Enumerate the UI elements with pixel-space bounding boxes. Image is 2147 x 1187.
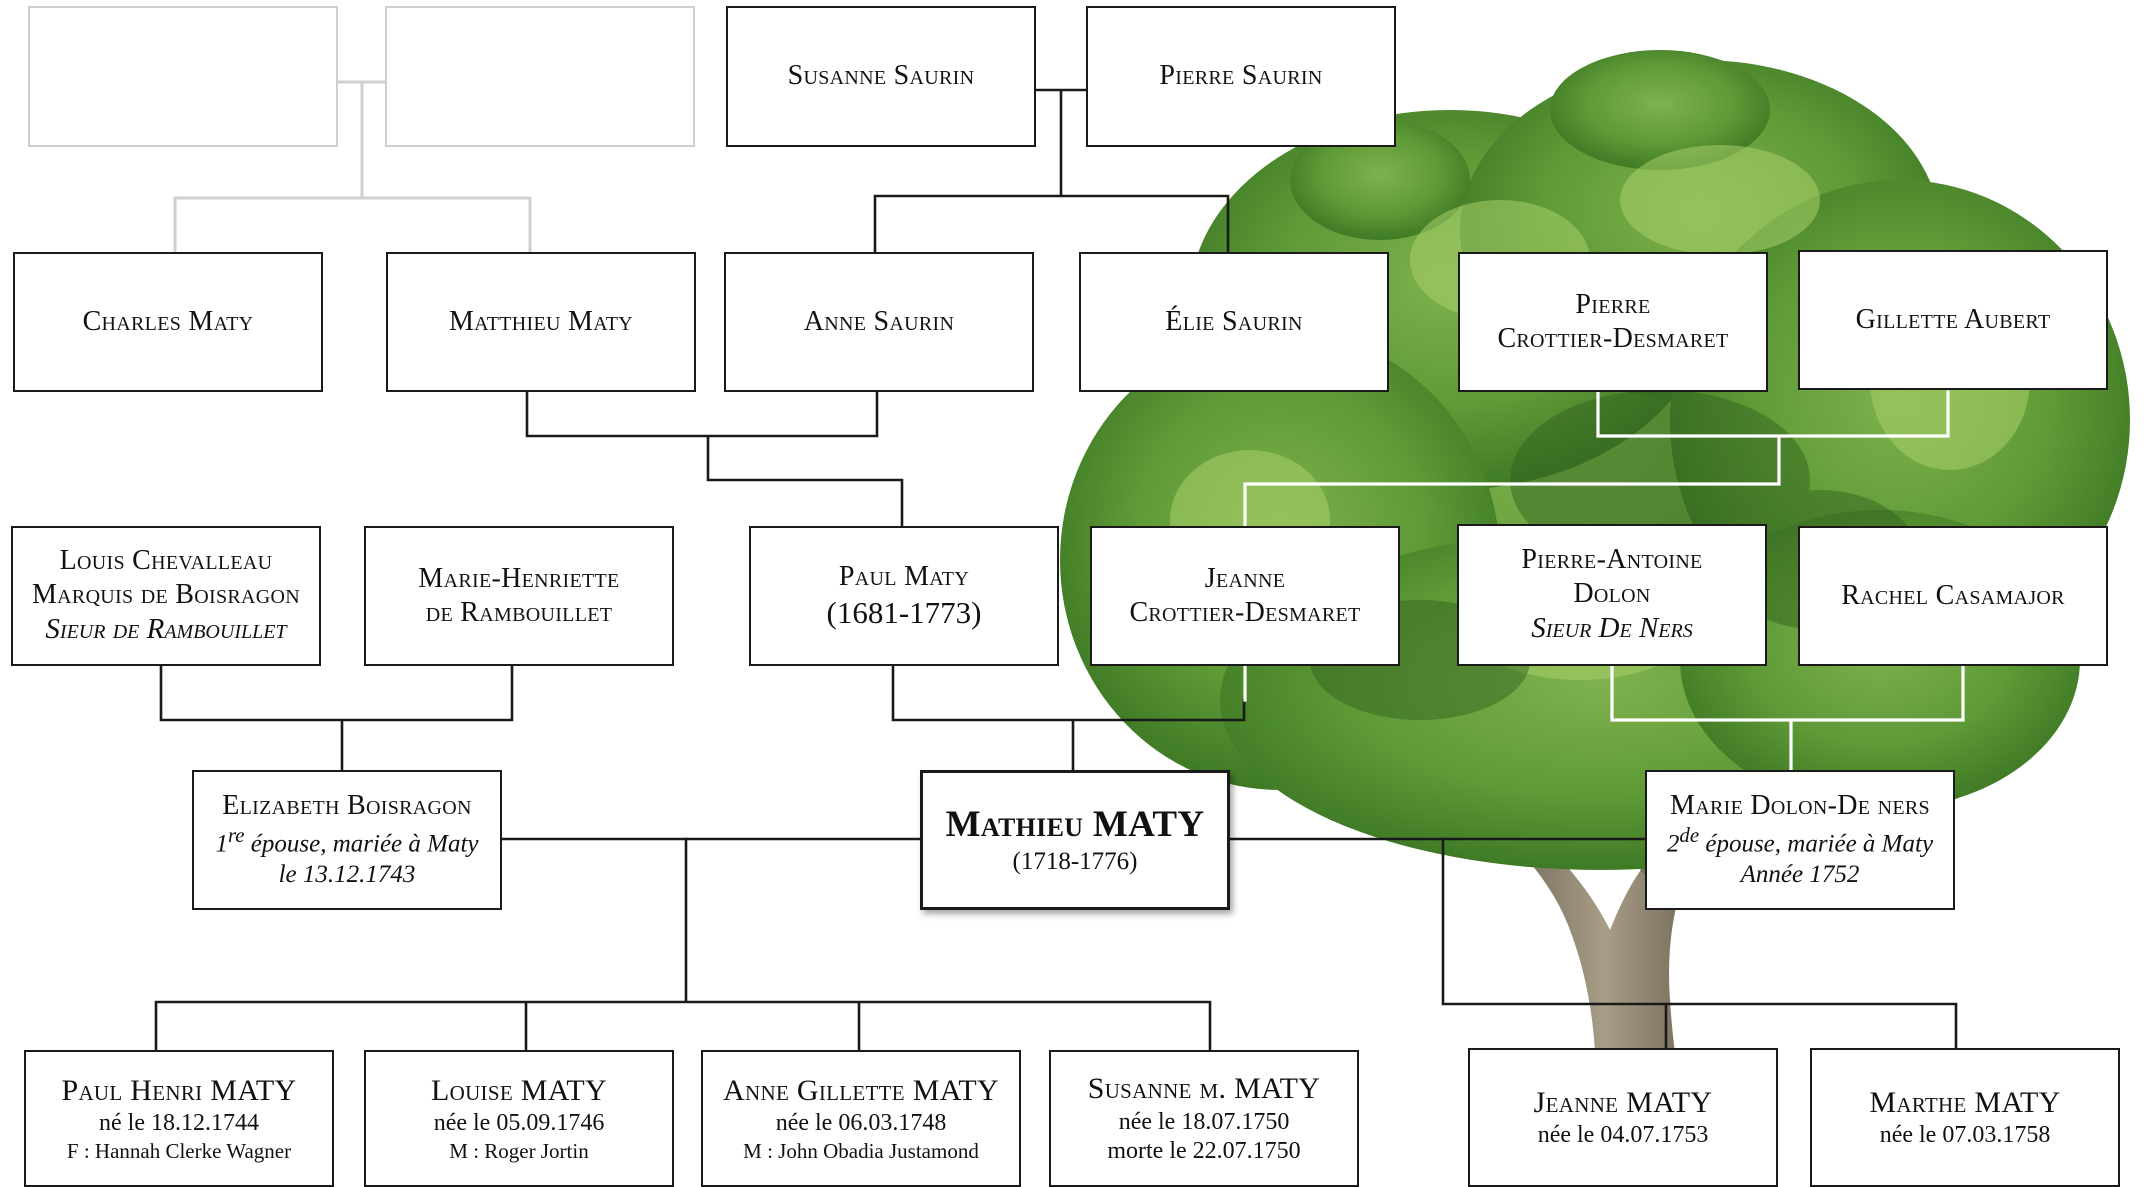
person-name-line2: Marquis de Boisragon [31,579,301,611]
spouse: F : Hannah Clerke Wagner [66,1138,292,1163]
person-years: (1718-1776) [1012,848,1138,876]
person-name: Anne Saurin [803,305,955,337]
marriage-note: 1re épouse, mariée à Maty [215,823,479,858]
person-name-line2: Dolon [1573,578,1651,610]
person-box-louise-maty[interactable]: Louise MATY née le 05.09.1746 M : Roger … [364,1050,674,1187]
person-box-charles-maty[interactable]: Charles Maty [13,252,323,392]
birth-date: née le 04.07.1753 [1537,1122,1709,1149]
birth-date: né le 18.12.1744 [99,1110,259,1137]
person-box-marthe-maty[interactable]: Marthe MATY née le 07.03.1758 [1810,1048,2120,1187]
person-name: Rachel Casamajor [1841,579,2065,611]
person-name: Pierre Saurin [1159,60,1323,92]
person-box-marie-henriette[interactable]: Marie-Henriette de Rambouillet [364,526,674,666]
person-name: Paul Henri MATY [61,1073,297,1107]
person-box-matthieu-maty[interactable]: Matthieu Maty [386,252,696,392]
person-box-pierre-saurin[interactable]: Pierre Saurin [1086,6,1396,147]
death-date: morte le 22.07.1750 [1107,1137,1301,1164]
person-box-marie-dolon[interactable]: Marie Dolon-De ners 2de épouse, mariée à… [1645,770,1955,910]
person-name: Paul Maty [838,561,970,593]
person-name: Mathieu MATY [945,804,1205,846]
spouse: M : Roger Jortin [449,1138,589,1163]
marriage-date: Année 1752 [1740,861,1860,889]
person-name-line1: Louis Chevalleau [59,545,273,577]
person-box-elie-saurin[interactable]: Élie Saurin [1079,252,1389,392]
person-name: Jeanne MATY [1533,1085,1713,1119]
person-title: Sieur De Ners [1531,612,1693,645]
person-box-pierre-crottier[interactable]: Pierre Crottier-Desmaret [1458,252,1768,392]
person-name: Marthe MATY [1869,1085,2061,1119]
person-name: Anne Gillette MATY [723,1073,999,1107]
person-name-line1: Pierre-Antoine [1521,544,1703,576]
person-years: (1681-1773) [826,595,982,631]
person-name-line1: Jeanne [1204,562,1286,594]
person-box-mathieu-maty[interactable]: Mathieu MATY (1718-1776) [920,770,1230,910]
person-box-susanne-saurin[interactable]: Susanne Saurin [726,6,1036,147]
birth-date: née le 07.03.1758 [1879,1122,2051,1149]
spouse: M : John Obadia Justamond [743,1138,979,1163]
person-box-jeanne-maty[interactable]: Jeanne MATY née le 04.07.1753 [1468,1048,1778,1187]
marriage-date: le 13.12.1743 [278,861,416,889]
person-name: Elizabeth Boisragon [222,790,472,822]
person-name-line2: de Rambouillet [425,597,613,628]
person-box-anne-gillette-maty[interactable]: Anne Gillette MATY née le 06.03.1748 M :… [701,1050,1021,1187]
person-name: Matthieu Maty [448,305,633,337]
person-name: Susanne m. MATY [1087,1071,1321,1105]
person-box-gillette-aubert[interactable]: Gillette Aubert [1798,250,2108,390]
marriage-note: 2de épouse, mariée à Maty [1666,823,1934,858]
person-name: Charles Maty [82,305,254,337]
person-name: Gillette Aubert [1855,303,2051,335]
birth-date: née le 06.03.1748 [775,1110,947,1137]
person-box-paul-maty[interactable]: Paul Maty (1681-1773) [749,526,1059,666]
person-box-rachel-casamajor[interactable]: Rachel Casamajor [1798,526,2108,666]
person-title: Sieur de Rambouillet [45,613,287,646]
person-name: Susanne Saurin [787,60,975,92]
person-name-line2: Crottier-Desmaret [1129,597,1361,628]
person-box-louis-chevalleau[interactable]: Louis Chevalleau Marquis de Boisragon Si… [11,526,321,666]
person-box-elizabeth-boisragon[interactable]: Elizabeth Boisragon 1re épouse, mariée à… [192,770,502,910]
person-name-line2: Crottier-Desmaret [1497,323,1729,354]
birth-date: née le 18.07.1750 [1118,1108,1290,1135]
person-box-susanne-m-maty[interactable]: Susanne m. MATY née le 18.07.1750 morte … [1049,1050,1359,1187]
empty-ancestor-box-left [28,6,338,147]
person-box-jeanne-crottier[interactable]: Jeanne Crottier-Desmaret [1090,526,1400,666]
person-name-line1: Pierre [1575,288,1651,320]
birth-date: née le 05.09.1746 [433,1110,605,1137]
person-name-line1: Marie-Henriette [418,562,620,594]
person-name: Marie Dolon-De ners [1670,790,1930,822]
person-box-paul-henri-maty[interactable]: Paul Henri MATY né le 18.12.1744 F : Han… [24,1050,334,1187]
empty-ancestor-box-right [385,6,695,147]
person-box-pierre-antoine-dolon[interactable]: Pierre-Antoine Dolon Sieur De Ners [1457,524,1767,666]
person-name: Élie Saurin [1165,305,1303,337]
person-box-anne-saurin[interactable]: Anne Saurin [724,252,1034,392]
person-name: Louise MATY [431,1073,607,1107]
